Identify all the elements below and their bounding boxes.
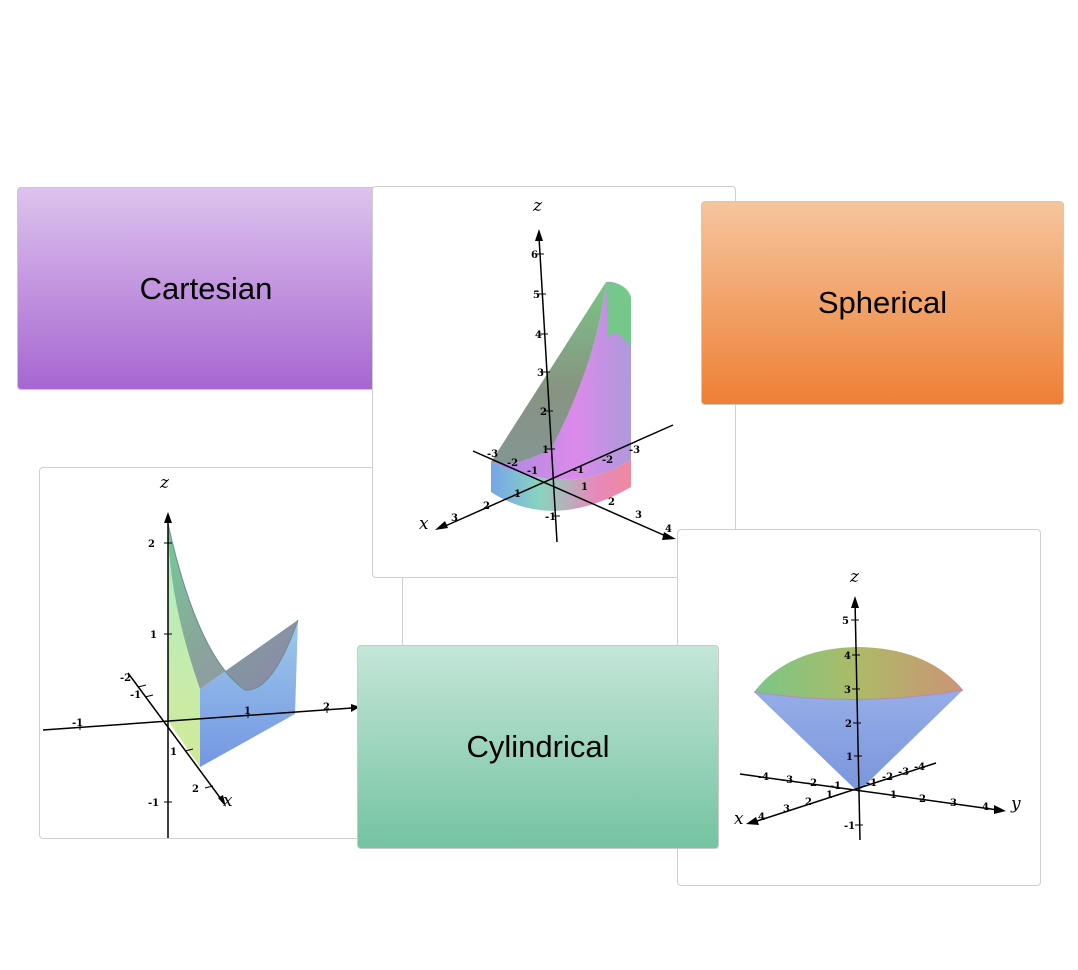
- spherical-x-tick: -3: [898, 767, 909, 778]
- spherical-z-tick: 4: [844, 651, 851, 662]
- spherical-z-axis-label: z: [849, 567, 860, 587]
- spherical-y-axis-label: y: [1010, 794, 1021, 814]
- cartesian-axes: [42, 512, 360, 838]
- cylindrical-z-tick: 2: [540, 407, 547, 418]
- spherical-x-tick: 4: [758, 812, 765, 823]
- cartesian-x-tick: 1: [170, 747, 177, 758]
- spherical-x-tick: 3: [783, 804, 790, 815]
- cylindrical-axes: [435, 229, 676, 543]
- spherical-x-tick: -1: [866, 778, 877, 789]
- cylindrical-y-tick: 2: [608, 497, 615, 508]
- cartesian-z-tick: 1: [150, 630, 157, 641]
- cylindrical-x-tick: 1: [514, 489, 521, 500]
- cartesian-surface: [167, 523, 299, 767]
- cylindrical-plot-svg: z x 6 5 4 3 2 1 -1 3 2 1 -1 -2 -3 -3 -2 …: [419, 196, 676, 543]
- spherical-y-tick: 4: [982, 802, 989, 813]
- cartesian-x-axis-label: x: [223, 791, 233, 811]
- cylindrical-z-tick: 4: [535, 330, 542, 341]
- cartesian-plot: z x 2 1 -1 -1 1 2 -2 -1 1 2: [39, 467, 403, 839]
- cartesian-x-tick: -1: [130, 690, 141, 701]
- cartesian-label: Cartesian: [139, 270, 273, 306]
- cylindrical-label: Cylindrical: [466, 729, 610, 764]
- cylindrical-x-tick: 3: [451, 513, 458, 524]
- spherical-z-tick: 1: [846, 752, 853, 763]
- spherical-z-tick: 5: [842, 616, 849, 627]
- spherical-y-tick: -4: [758, 772, 769, 783]
- cartesian-z-tick: -1: [148, 798, 159, 809]
- cylindrical-z-tick: 1: [542, 445, 549, 456]
- spherical-x-tick: 2: [805, 797, 812, 808]
- spherical-y-tick: -3: [782, 775, 793, 786]
- cartesian-x-tick: 2: [192, 784, 199, 795]
- cylindrical-z-axis-label: z: [532, 196, 543, 216]
- spherical-x-tick: -4: [914, 762, 925, 773]
- cartesian-y-tick: 2: [323, 702, 330, 713]
- spherical-y-tick: -2: [806, 778, 817, 789]
- cylindrical-y-tick: -2: [507, 458, 518, 469]
- spherical-y-tick: 2: [919, 794, 926, 805]
- spherical-x-axis-label: x: [734, 809, 744, 829]
- cylindrical-x-tick: -3: [629, 445, 640, 456]
- spherical-plot: z x y 5 4 3 2 1 -1 4 3 2 1 -1 -2 -3 -4 -…: [677, 529, 1041, 886]
- spherical-axes: [739, 596, 1006, 841]
- cartesian-y-tick: -1: [72, 718, 83, 729]
- spherical-z-tick: 2: [845, 719, 852, 730]
- cartesian-x-tick: -2: [120, 673, 131, 684]
- cylindrical-y-tick: 1: [581, 482, 588, 493]
- spherical-plot-svg: z x y 5 4 3 2 1 -1 4 3 2 1 -1 -2 -3 -4 -…: [734, 567, 1021, 841]
- cylindrical-card[interactable]: Cylindrical: [357, 645, 719, 849]
- spherical-y-tick: 3: [950, 798, 957, 809]
- cylindrical-x-tick: -2: [602, 455, 613, 466]
- spherical-y-tick: -1: [830, 781, 841, 792]
- spherical-label: Spherical: [817, 285, 948, 320]
- cylindrical-z-tick: 3: [537, 368, 544, 379]
- cylindrical-plot: z x 6 5 4 3 2 1 -1 3 2 1 -1 -2 -3 -3 -2 …: [372, 186, 736, 578]
- cylindrical-surface: [491, 281, 631, 511]
- spherical-z-tick: 3: [844, 685, 851, 696]
- cylindrical-y-tick: 3: [635, 510, 642, 521]
- spherical-card[interactable]: Spherical: [701, 201, 1064, 405]
- cartesian-card[interactable]: Cartesian: [17, 187, 395, 390]
- cartesian-y-tick: 1: [244, 706, 251, 717]
- spherical-y-tick: 1: [890, 790, 897, 801]
- spherical-z-tick: -1: [844, 821, 855, 832]
- cylindrical-z-tick: 5: [533, 290, 540, 301]
- cylindrical-y-tick: -3: [487, 449, 498, 460]
- cartesian-z-tick: 2: [148, 539, 155, 550]
- cartesian-z-axis-label: z: [159, 473, 170, 493]
- cylindrical-y-tick: -1: [527, 466, 538, 477]
- cylindrical-x-tick: -1: [573, 465, 584, 476]
- cylindrical-y-tick: 4: [665, 524, 672, 535]
- spherical-x-tick: 1: [826, 790, 833, 801]
- cylindrical-z-tick: 6: [531, 250, 538, 261]
- spherical-x-tick: -2: [882, 772, 893, 783]
- cylindrical-x-tick: 2: [483, 501, 490, 512]
- cylindrical-z-tick: -1: [545, 512, 556, 523]
- cartesian-plot-svg: z x 2 1 -1 -1 1 2 -2 -1 1 2: [42, 473, 360, 838]
- cylindrical-x-axis-label: x: [419, 514, 429, 534]
